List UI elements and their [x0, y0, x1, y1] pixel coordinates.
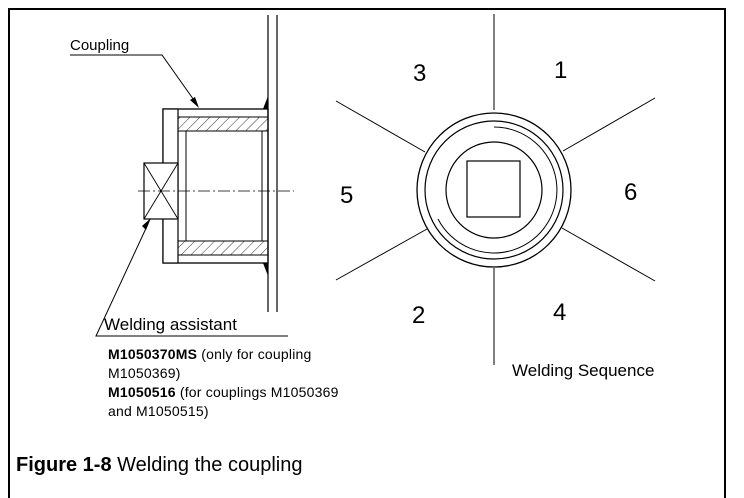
coupling-outline	[162, 108, 269, 264]
note-line-4: and M1050515)	[108, 402, 209, 421]
radial-line-lower-right	[561, 227, 656, 282]
sequence-number-2: 2	[412, 302, 425, 329]
welding-assistant-arrow	[142, 218, 151, 230]
sequence-number-3: 3	[413, 60, 426, 87]
note-line-1-text: (only for coupling	[197, 346, 312, 362]
second-ring	[424, 120, 564, 260]
welding-sequence-label: Welding Sequence	[512, 361, 654, 380]
radial-line-lower-left	[335, 228, 428, 281]
sequence-number-6: 6	[624, 179, 637, 206]
note-line-4-text: and M1050515)	[108, 403, 209, 419]
note-line-2-text: M1050369)	[108, 365, 181, 381]
figure-title: Welding the coupling	[111, 454, 303, 476]
coupling-top-wall	[177, 116, 269, 132]
welding-sequence-view: 3 1 5 6 2 4 Welding Sequence	[335, 14, 656, 380]
coupling-label: Coupling	[70, 37, 129, 54]
weld-fillet-bottom	[263, 263, 268, 276]
inner-ring	[445, 141, 543, 239]
note-line-3-text: (for couplings M1050369	[175, 384, 339, 400]
part-code-m1050370ms: M1050370MS	[108, 346, 198, 362]
note-line-3: M1050516 (for couplings M1050369	[108, 383, 339, 402]
thread-arc	[437, 126, 558, 254]
welding-assistant-leader	[95, 223, 288, 337]
radial-line-upper-right	[562, 97, 656, 152]
weld-fillet-top	[263, 96, 268, 109]
coupling-bottom-wall	[177, 240, 269, 256]
note-line-2: M1050369)	[108, 364, 181, 383]
center-square	[466, 160, 521, 218]
figure-number: Figure 1-8	[16, 454, 112, 476]
coupling-section: Coupling Welding assistant	[70, 15, 294, 337]
coupling-leader-arrow	[190, 97, 199, 108]
figure-frame	[8, 8, 726, 498]
radial-line-upper-left	[335, 100, 426, 153]
sequence-number-1: 1	[554, 57, 567, 84]
figure-caption: Figure 1-8 Welding the coupling	[16, 454, 302, 477]
outer-ring	[416, 112, 572, 268]
sequence-number-4: 4	[553, 299, 566, 326]
note-line-1: M1050370MS (only for coupling	[108, 345, 311, 364]
part-code-m1050516: M1050516	[108, 384, 176, 400]
welding-assistant-label: Welding assistant	[104, 315, 237, 334]
sequence-number-5: 5	[340, 182, 353, 209]
coupling-leader	[70, 54, 197, 104]
